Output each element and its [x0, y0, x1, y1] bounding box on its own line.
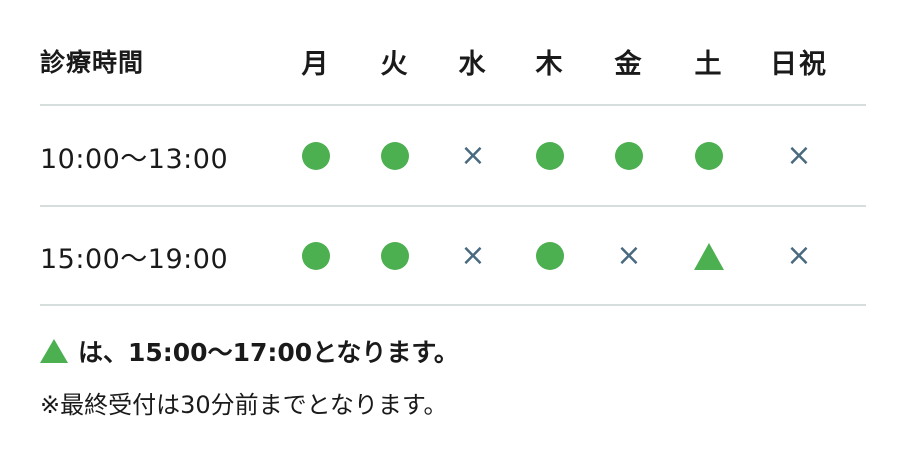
hours-heading: 診療時間	[40, 48, 145, 77]
status-cell-thu	[515, 206, 585, 306]
day-header-thu: 木	[535, 48, 565, 80]
schedule-row-afternoon: 15:00〜19:00 × × ×	[40, 206, 866, 306]
day-header-sat: 土	[694, 48, 724, 80]
status-cell-sat	[674, 106, 744, 206]
status-cell-thu	[515, 106, 585, 206]
open-circle-icon	[536, 142, 564, 170]
day-header-wed: 水	[458, 48, 488, 80]
open-circle-icon	[381, 142, 409, 170]
partial-triangle-icon	[694, 242, 724, 270]
status-cell-wed: ×	[438, 106, 508, 206]
open-circle-icon	[695, 142, 723, 170]
closed-cross-icon: ×	[616, 238, 642, 273]
triangle-note-text: は、15:00〜17:00となります。	[78, 338, 459, 367]
day-header-mon: 月	[301, 48, 331, 80]
day-header-tue: 火	[380, 48, 410, 80]
time-slot-label: 15:00〜19:00	[40, 243, 229, 275]
status-cell-mon	[281, 106, 351, 206]
time-slot-label: 10:00〜13:00	[40, 143, 229, 175]
divider-line	[40, 304, 866, 306]
status-cell-sun-holiday: ×	[764, 106, 834, 206]
divider-line	[40, 205, 866, 207]
status-cell-tue	[360, 206, 430, 306]
open-circle-icon	[302, 242, 330, 270]
status-cell-mon	[281, 206, 351, 306]
day-header-fri: 金	[614, 48, 644, 80]
divider-line	[40, 104, 866, 106]
closed-cross-icon: ×	[786, 138, 812, 173]
schedule-header-row: 診療時間 月 火 水 木 金 土 日祝	[40, 17, 866, 105]
status-cell-sat	[674, 206, 744, 306]
closed-cross-icon: ×	[460, 138, 486, 173]
triangle-icon	[40, 339, 68, 363]
status-cell-wed: ×	[438, 206, 508, 306]
open-circle-icon	[381, 242, 409, 270]
triangle-note: は、15:00〜17:00となります。	[40, 333, 459, 369]
status-cell-fri	[594, 106, 664, 206]
closed-cross-icon: ×	[460, 238, 486, 273]
open-circle-icon	[536, 242, 564, 270]
open-circle-icon	[302, 142, 330, 170]
closed-cross-icon: ×	[786, 238, 812, 273]
reception-note: ※最終受付は30分前までとなります。	[40, 391, 448, 419]
status-cell-fri: ×	[594, 206, 664, 306]
open-circle-icon	[615, 142, 643, 170]
day-header-sun-holiday: 日祝	[770, 48, 828, 80]
status-cell-tue	[360, 106, 430, 206]
status-cell-sun-holiday: ×	[764, 206, 834, 306]
schedule-row-morning: 10:00〜13:00 × ×	[40, 106, 866, 206]
